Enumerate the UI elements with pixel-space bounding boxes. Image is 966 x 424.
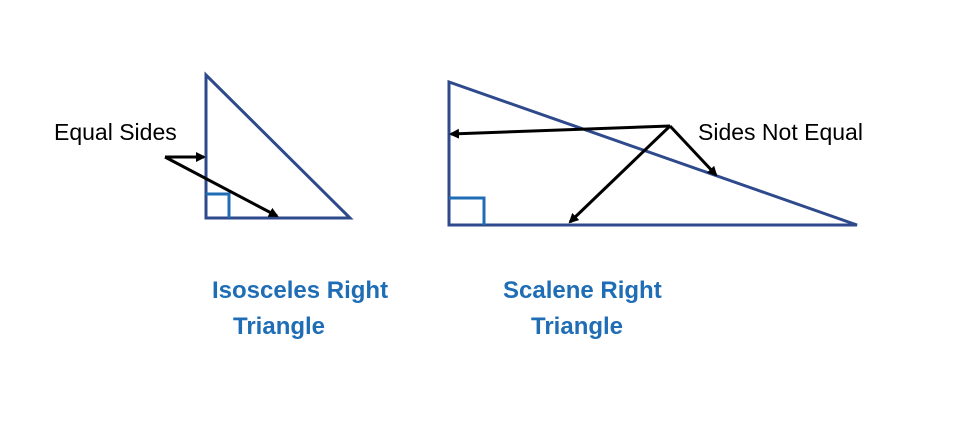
isosceles-arrow-bottom-side xyxy=(164,155,279,218)
isosceles-annotation: Equal Sides xyxy=(54,119,177,145)
scalene-right-angle-mark xyxy=(449,196,486,225)
scalene-caption-line2: Triangle xyxy=(531,313,624,340)
isosceles-triangle xyxy=(204,71,354,220)
isosceles-caption-line1: Isosceles Right xyxy=(212,277,389,304)
scalene-triangle xyxy=(447,79,858,227)
scalene-caption-line1: Scalene Right xyxy=(503,277,662,304)
isosceles-right-angle-mark xyxy=(206,192,231,218)
scalene-arrow-hypotenuse xyxy=(668,124,718,177)
scalene-annotation: Sides Not Equal xyxy=(698,119,863,145)
isosceles-caption-line2: Triangle xyxy=(233,313,326,340)
scalene-arrow-vertical-side xyxy=(449,124,671,139)
scalene-arrow-bottom-side xyxy=(568,124,672,224)
